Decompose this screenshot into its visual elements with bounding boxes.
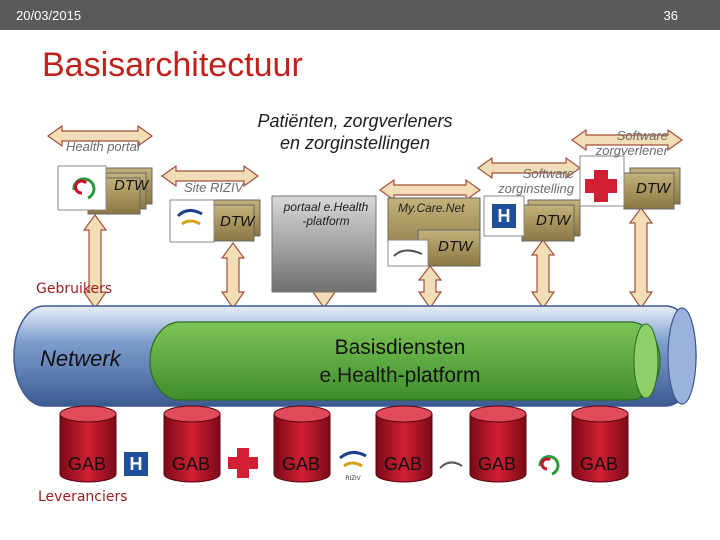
dtw-label-site-riziv: DTW <box>220 213 255 230</box>
software-zorgverlener-line1: Software <box>616 128 668 143</box>
mycarenet-logo <box>393 249 423 257</box>
gab-label-1: GAB <box>68 454 107 474</box>
software-zorginstelling-label: Software zorginstelling <box>490 166 574 196</box>
curl-logo <box>538 455 560 476</box>
site-riziv-label: Site RIZIV <box>184 180 244 195</box>
vertical-arrow-6 <box>628 206 654 310</box>
top-arrow-mycarenet <box>378 178 482 202</box>
dtw-label-software-zorgverlener: DTW <box>636 180 671 197</box>
software-zorgverlener-line2: zorgverlener <box>595 143 668 158</box>
mycarenet-label: My.Care.Net <box>398 201 465 215</box>
center-heading: Patiënten, zorgverleners en zorginstelli… <box>225 110 485 154</box>
page-title: Basisarchitectuur <box>42 46 303 84</box>
dtw-stack-mycarenet <box>387 197 481 267</box>
health-portal-label: Health portal <box>66 139 140 154</box>
gebruikers-label: Gebruikers <box>36 281 113 297</box>
vertical-arrow-5 <box>530 238 556 310</box>
gab-label-3: GAB <box>282 454 321 474</box>
vertical-arrow-4 <box>417 265 443 310</box>
vertical-arrow-2 <box>220 241 246 310</box>
basisdiensten-label: Basisdiensten e.Health-platform <box>280 334 520 390</box>
dtw-label-mycarenet: DTW <box>438 238 473 255</box>
top-arrow-software-zorgverlener <box>570 128 684 152</box>
platform-suffix: -platform <box>397 364 481 387</box>
basisdiensten-line1: Basisdiensten <box>334 336 466 359</box>
top-bar: 20/03/2015 36 <box>0 0 720 30</box>
top-arrow-health-portal <box>46 124 154 148</box>
center-heading-line1: Patiënten, zorgverleners <box>257 111 453 131</box>
mycarenet-logo <box>439 461 463 469</box>
basisdiensten-block <box>149 321 661 401</box>
leveranciers-label: Leveranciers <box>38 489 128 505</box>
svg-text:H: H <box>498 206 511 226</box>
portaal-label-line1: portaal e.Health <box>283 200 369 214</box>
gab-label-2: GAB <box>172 454 211 474</box>
svg-text:H: H <box>130 454 143 474</box>
curl-logo <box>72 177 96 200</box>
software-zorginstelling-line2: zorginstelling <box>498 181 574 196</box>
pharmacy-cross-icon <box>585 170 617 202</box>
svg-text:RIZIV: RIZIV <box>345 476 360 482</box>
gab-label-4: GAB <box>384 454 423 474</box>
dtw-stack-site-riziv <box>169 199 261 243</box>
gab-label-6: GAB <box>580 454 619 474</box>
portaal-ehealth-box <box>271 195 377 293</box>
gab-cylinders <box>59 405 629 483</box>
dtw-stack-health-portal <box>57 165 153 215</box>
ehealth-brand: e.Health <box>319 364 398 387</box>
riziv-logo: RIZIV <box>339 451 367 482</box>
dtw-label-health-portal: DTW <box>114 177 149 194</box>
hospital-h-icon: H <box>492 204 516 228</box>
center-heading-line2: en zorginstellingen <box>279 133 431 153</box>
slide-date: 20/03/2015 <box>16 8 82 23</box>
portaal-label-line2: -platform <box>302 214 350 228</box>
top-arrow-site-riziv <box>160 164 260 188</box>
slide-number: 36 <box>663 8 678 23</box>
netwerk-label: Netwerk <box>40 346 121 371</box>
gab-label-5: GAB <box>478 454 517 474</box>
software-zorgverlener-label: Software zorgverlener <box>580 128 668 158</box>
portaal-label: portaal e.Health -platform <box>276 200 376 228</box>
software-zorginstelling-line1: Software <box>522 166 574 181</box>
pharmacy-cross-icon <box>228 448 258 478</box>
basisdiensten-line2: e.Health-platform <box>280 362 520 390</box>
dtw-label-software-zorginstelling: DTW <box>536 212 571 229</box>
hospital-h-icon: H <box>124 452 148 476</box>
riziv-logo <box>176 209 203 226</box>
